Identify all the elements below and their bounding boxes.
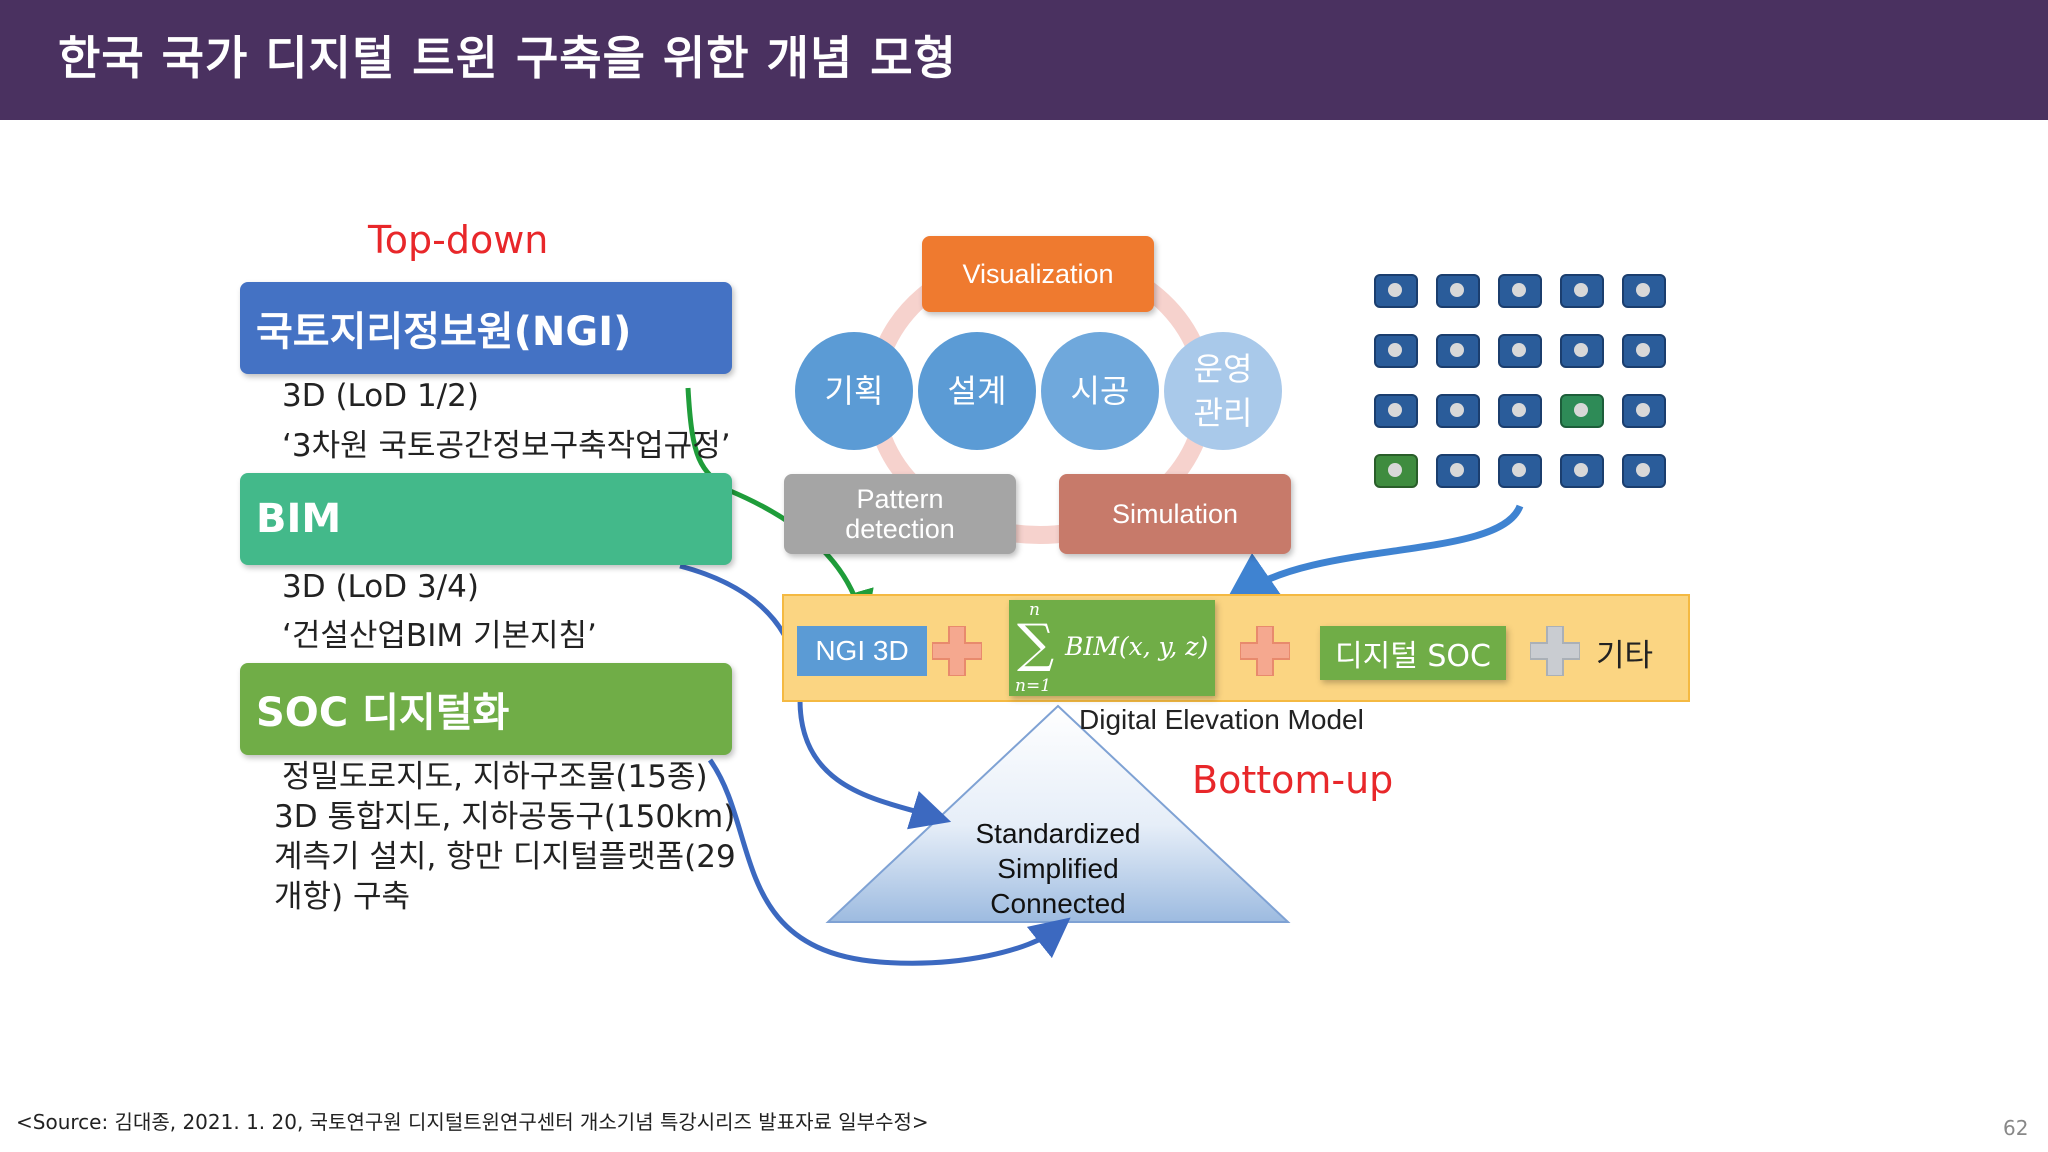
page-title: 한국 국가 디지털 트윈 구축을 위한 개념 모형 [58,31,957,85]
sensor-module-icon [1374,394,1418,428]
stage-operation-line-1: 운영 [1193,350,1253,388]
arrow-soc-to-triangle [707,758,1071,966]
bim-expression: BIM(x, y, z) [1065,632,1209,661]
sensor-module-icon [1498,334,1542,368]
soc-box: SOC 디지털화 [240,663,732,755]
bim-formula-box: n ∑ n=1 BIM(x, y, z) [1009,600,1215,696]
bim-desc-line-1: 3D (LoD 3/4) [282,569,479,605]
triangle-line-3: Connected [990,888,1126,919]
sensor-module-icon [1436,394,1480,428]
ngi-box: 국토지리정보원(NGI) [240,282,732,374]
sensor-module-icon [1622,334,1666,368]
sensor-module-icon [1560,394,1604,428]
visualization-box: Visualization [922,236,1154,312]
bim-box: BIM [240,473,732,565]
pattern-detection-line-1: Pattern [856,484,944,514]
arrow-sensors-to-band [1221,504,1524,608]
stage-operation: 운영 관리 [1164,332,1282,450]
plus-icon [932,626,982,676]
etc-label: 기타 [1596,638,1654,674]
soc-desc-line-4: 개항) 구축 [274,879,411,915]
pattern-detection-box: Pattern detection [784,474,1016,554]
stage-operation-line-2: 관리 [1193,394,1253,432]
sensor-module-icon [1498,454,1542,488]
sensor-module-icon [1374,334,1418,368]
top-down-label: Top-down [368,218,549,262]
sensor-module-icon [1498,274,1542,308]
sum-lower-bound: n=1 [1015,676,1052,696]
sensor-module-icon [1622,274,1666,308]
sensor-module-icon [1436,274,1480,308]
arrow-ngi-to-ngi3d [685,387,874,632]
ngi3d-box: NGI 3D [797,626,927,676]
stage-planning: 기획 [795,332,913,450]
title-bar [0,0,2048,120]
sigma-icon: ∑ [1017,614,1055,674]
sensor-module-icon [1560,454,1604,488]
soc-desc-line-3: 계측기 설치, 항만 디지털플랫폼(29 [274,839,736,875]
soc-desc-line-2: 3D 통합지도, 지하공동구(150km) [274,799,736,835]
sensor-module-icon [1436,334,1480,368]
triangle-text: Standardized Simplified Connected [900,816,1216,921]
bim-desc-line-2: ‘건설산업BIM 기본지침’ [282,618,597,654]
bottom-up-label: Bottom-up [1192,758,1394,802]
ngi-desc-line-2: ‘3차원 국토공간정보구축작업규정’ [282,428,731,464]
source-citation: <Source: 김대종, 2021. 1. 20, 국토연구원 디지털트윈연구… [16,1110,929,1134]
sensor-module-icon [1560,334,1604,368]
sensor-module-icon [1622,394,1666,428]
dem-label: Digital Elevation Model [1079,704,1364,735]
ngi-desc-line-1: 3D (LoD 1/2) [282,378,479,414]
sensor-module-icon [1498,394,1542,428]
digital-soc-box: 디지털 SOC [1320,626,1506,680]
sensor-module-icon [1436,454,1480,488]
stage-construction: 시공 [1041,332,1159,450]
sensor-module-icon [1560,274,1604,308]
sensor-module-icon [1622,454,1666,488]
sensor-module-icon [1374,454,1418,488]
simulation-box: Simulation [1059,474,1291,554]
soc-desc-line-1: 정밀도로지도, 지하구조물(15종) [282,759,708,795]
sum-upper-bound: n [1029,600,1040,620]
plus-icon [1530,626,1580,676]
stage-design: 설계 [918,332,1036,450]
triangle-line-1: Standardized [975,818,1141,849]
sensor-module-icon [1374,274,1418,308]
page-number: 62 [2003,1116,2029,1140]
pattern-detection-line-2: detection [845,514,955,544]
plus-icon [1240,626,1290,676]
sensor-modules-image [1368,262,1668,502]
triangle-line-2: Simplified [997,853,1119,884]
